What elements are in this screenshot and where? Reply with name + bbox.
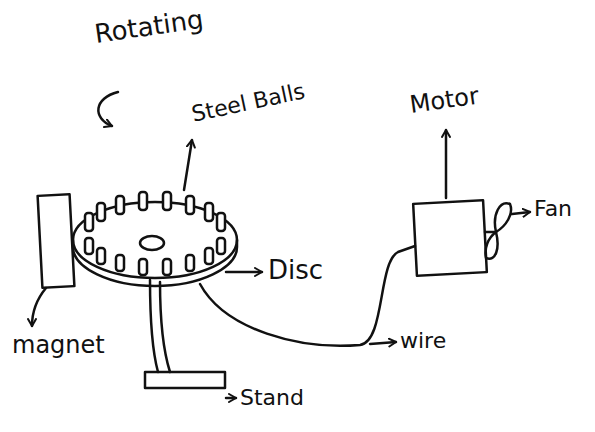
stand-base [145, 372, 225, 388]
part-label: Fan [534, 196, 572, 221]
annotation-label: Rotating [93, 5, 205, 50]
leader-line [370, 342, 396, 344]
disc-edge [73, 240, 237, 286]
part-label: wire [400, 328, 446, 353]
leader-line [32, 288, 46, 326]
part-label: Motor [408, 82, 481, 119]
leader-line [512, 212, 530, 214]
leader-line [184, 140, 192, 190]
leader-line [445, 130, 448, 198]
rotation-arrow [98, 92, 118, 126]
part-label: magnet [12, 332, 105, 360]
stand-post [160, 282, 170, 372]
steel-balls [85, 192, 225, 275]
part-label: Stand [240, 385, 304, 410]
disc-hole [140, 236, 164, 250]
part-label: Steel Balls [189, 78, 307, 127]
part-label: Disc [268, 256, 323, 286]
fan-blade [495, 203, 511, 232]
leader-line [226, 271, 262, 274]
leader-line [226, 397, 236, 400]
motor [413, 200, 487, 276]
magnet [38, 194, 75, 288]
wire [200, 246, 415, 346]
disc [73, 202, 237, 278]
fan-blade [485, 232, 497, 259]
stand-post [150, 280, 158, 372]
